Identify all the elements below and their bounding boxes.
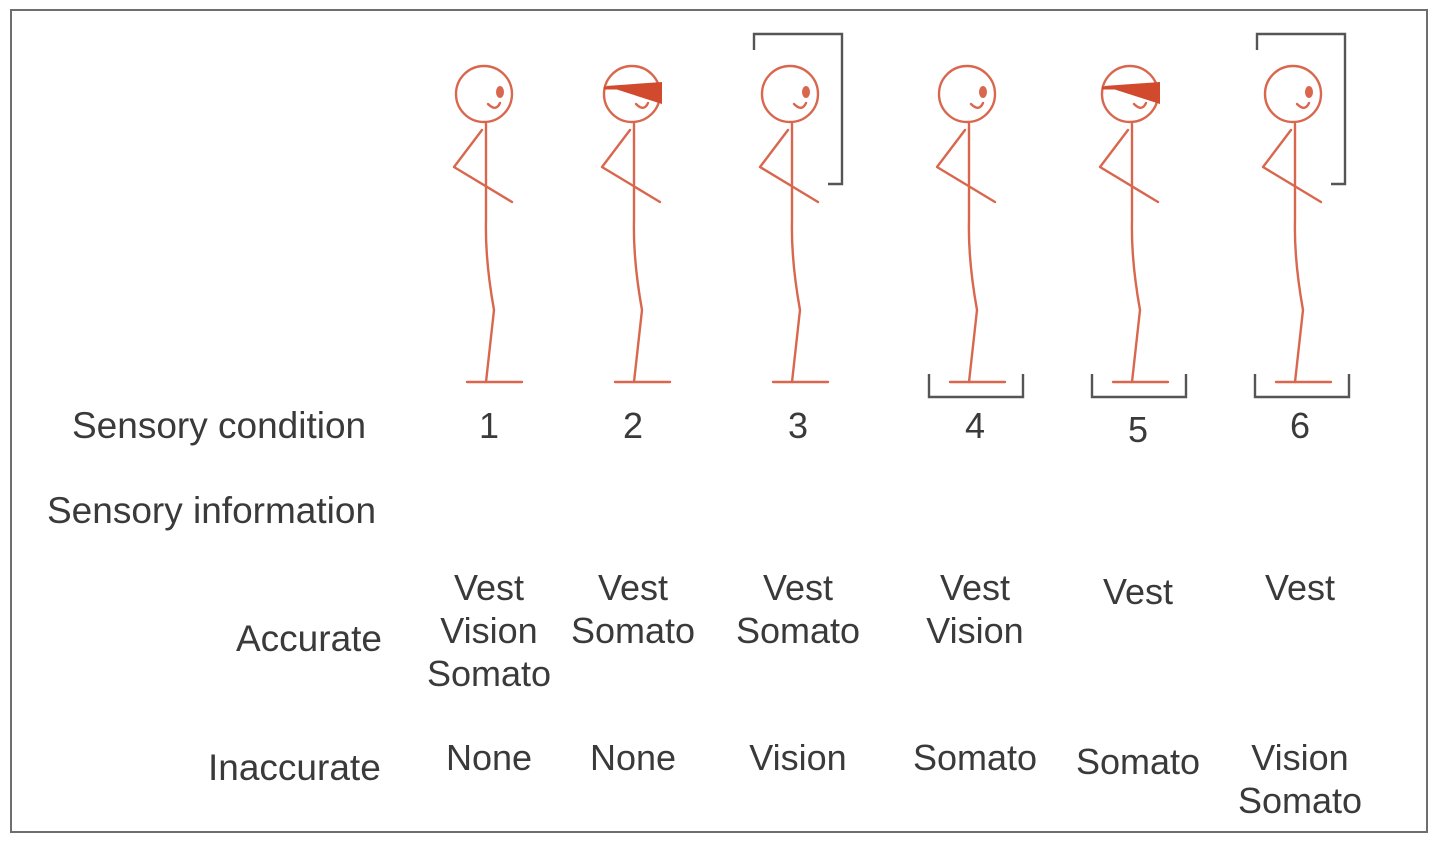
- figure-3-body: [790, 122, 802, 384]
- inaccurate-cell-5: Somato: [1075, 741, 1201, 782]
- figure-5-arm: [1098, 128, 1160, 204]
- row-label-accurate: Accurate: [236, 618, 383, 659]
- figure-4-head: [937, 64, 997, 124]
- figure-3-head: [760, 64, 820, 124]
- inaccurate-cell-3: Vision: [749, 737, 847, 778]
- figure-4-mouth: [969, 101, 985, 109]
- condition-number-6: 6: [1289, 405, 1311, 446]
- figure-6-mouth: [1295, 101, 1311, 109]
- figure-4-arm: [935, 128, 997, 204]
- accurate-cell-6: Vest: [1264, 567, 1336, 608]
- condition-number-5: 5: [1127, 409, 1149, 450]
- visual-surround-3: [752, 32, 844, 186]
- sway-platform-6: [1253, 374, 1351, 399]
- accurate-cell-2: Vest Somato: [570, 567, 696, 651]
- figure-4-body: [967, 122, 979, 384]
- figure-6-head: [1263, 64, 1323, 124]
- figure-2-blindfold: [606, 82, 662, 104]
- figure-1-arm: [452, 128, 514, 204]
- figure-6-arm: [1261, 128, 1323, 204]
- accurate-cell-3: Vest Somato: [735, 567, 861, 651]
- inaccurate-cell-1: None: [445, 737, 533, 778]
- figure-1-mouth: [486, 101, 502, 109]
- figure-frame: [10, 9, 1428, 833]
- sway-platform-5: [1090, 374, 1188, 399]
- accurate-cell-4: Vest Vision: [926, 567, 1024, 651]
- figure-2-body: [632, 122, 644, 384]
- condition-number-1: 1: [478, 405, 500, 446]
- figure-2-mouth: [634, 101, 650, 109]
- inaccurate-cell-6: Vision Somato: [1237, 737, 1363, 821]
- inaccurate-cell-4: Somato: [912, 737, 1038, 778]
- figure-3-eye: [802, 86, 810, 98]
- accurate-cell-5: Vest: [1102, 571, 1174, 612]
- condition-number-3: 3: [787, 405, 809, 446]
- row-label-inaccurate: Inaccurate: [208, 747, 381, 788]
- figure-3-arm: [758, 128, 820, 204]
- accurate-cell-1: Vest Vision Somato: [426, 567, 552, 694]
- figure-3-mouth: [792, 101, 808, 109]
- sway-platform-4: [927, 374, 1025, 399]
- figure-1-body: [484, 122, 496, 384]
- figure-4-eye: [979, 86, 987, 98]
- condition-number-2: 2: [622, 405, 644, 446]
- inaccurate-cell-2: None: [589, 737, 677, 778]
- visual-surround-6: [1255, 32, 1347, 186]
- figure-5-blindfold: [1104, 82, 1160, 104]
- condition-number-4: 4: [964, 405, 986, 446]
- figure-1-head: [454, 64, 514, 124]
- row-label-sensory-information: Sensory information: [47, 490, 377, 531]
- figure-2-arm: [600, 128, 662, 204]
- figure-1-eye: [496, 86, 504, 98]
- row-label-sensory-condition: Sensory condition: [72, 405, 367, 446]
- figure-6-eye: [1305, 86, 1313, 98]
- figure-5-mouth: [1132, 101, 1148, 109]
- figure-6-body: [1293, 122, 1305, 384]
- figure-5-body: [1130, 122, 1142, 384]
